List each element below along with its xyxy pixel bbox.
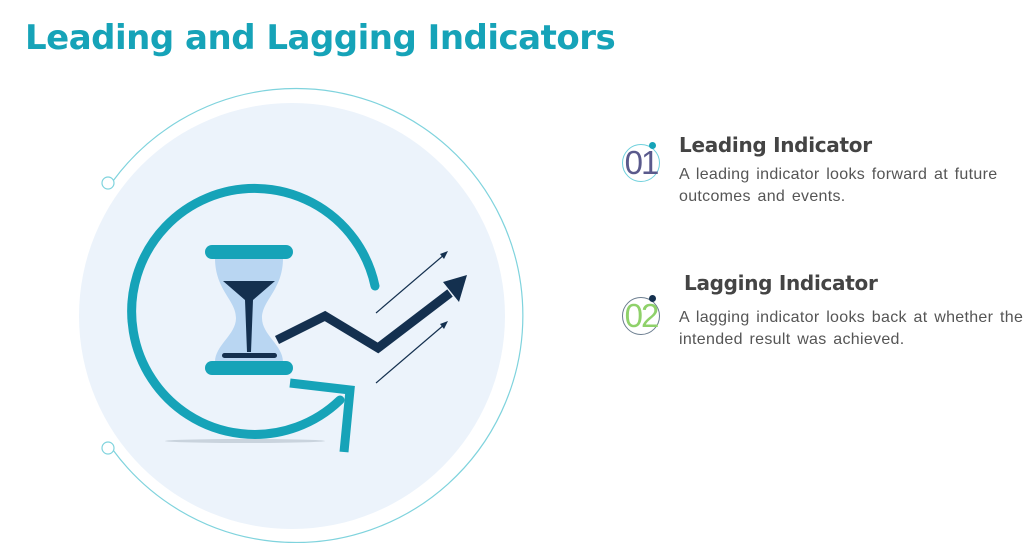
item-description: A leading indicator looks forward at fut…: [679, 166, 998, 205]
number-badge: 02: [620, 295, 660, 335]
item-heading: Leading Indicator: [679, 133, 872, 157]
badge-dot: [649, 142, 656, 149]
cycle-arrow-icon: [127, 183, 380, 439]
hourglass-sand-base: [222, 353, 277, 358]
thin-arrow-icon: [375, 253, 446, 314]
hourglass-sand-icon: [223, 281, 275, 352]
thin-arrowhead-icon: [440, 321, 448, 329]
badge-ring: [622, 144, 660, 182]
trend-arrowhead-icon: [443, 275, 467, 302]
item-number: 01: [624, 144, 660, 181]
badge-ring: [622, 297, 660, 335]
page-title: Leading and Lagging Indicators: [25, 18, 616, 58]
item-number: 02: [624, 297, 660, 334]
cycle-arrowhead-icon: [289, 378, 355, 453]
number-badge: 01: [620, 142, 660, 182]
thin-arrow-icon: [375, 323, 446, 384]
arc-node-icon: [101, 441, 115, 455]
badge-dot: [649, 295, 656, 302]
item-description: A lagging indicator looks back at whethe…: [679, 309, 1023, 348]
arc-node-icon: [101, 176, 115, 190]
hourglass-bottom-icon: [205, 361, 293, 375]
outer-arc: [112, 87, 524, 543]
shadow: [165, 439, 325, 443]
thin-arrowhead-icon: [440, 251, 448, 259]
hourglass-top-icon: [205, 245, 293, 259]
item-heading: Lagging Indicator: [684, 271, 878, 295]
trend-arrow-icon: [274, 289, 453, 354]
backdrop-circle: [79, 103, 505, 529]
